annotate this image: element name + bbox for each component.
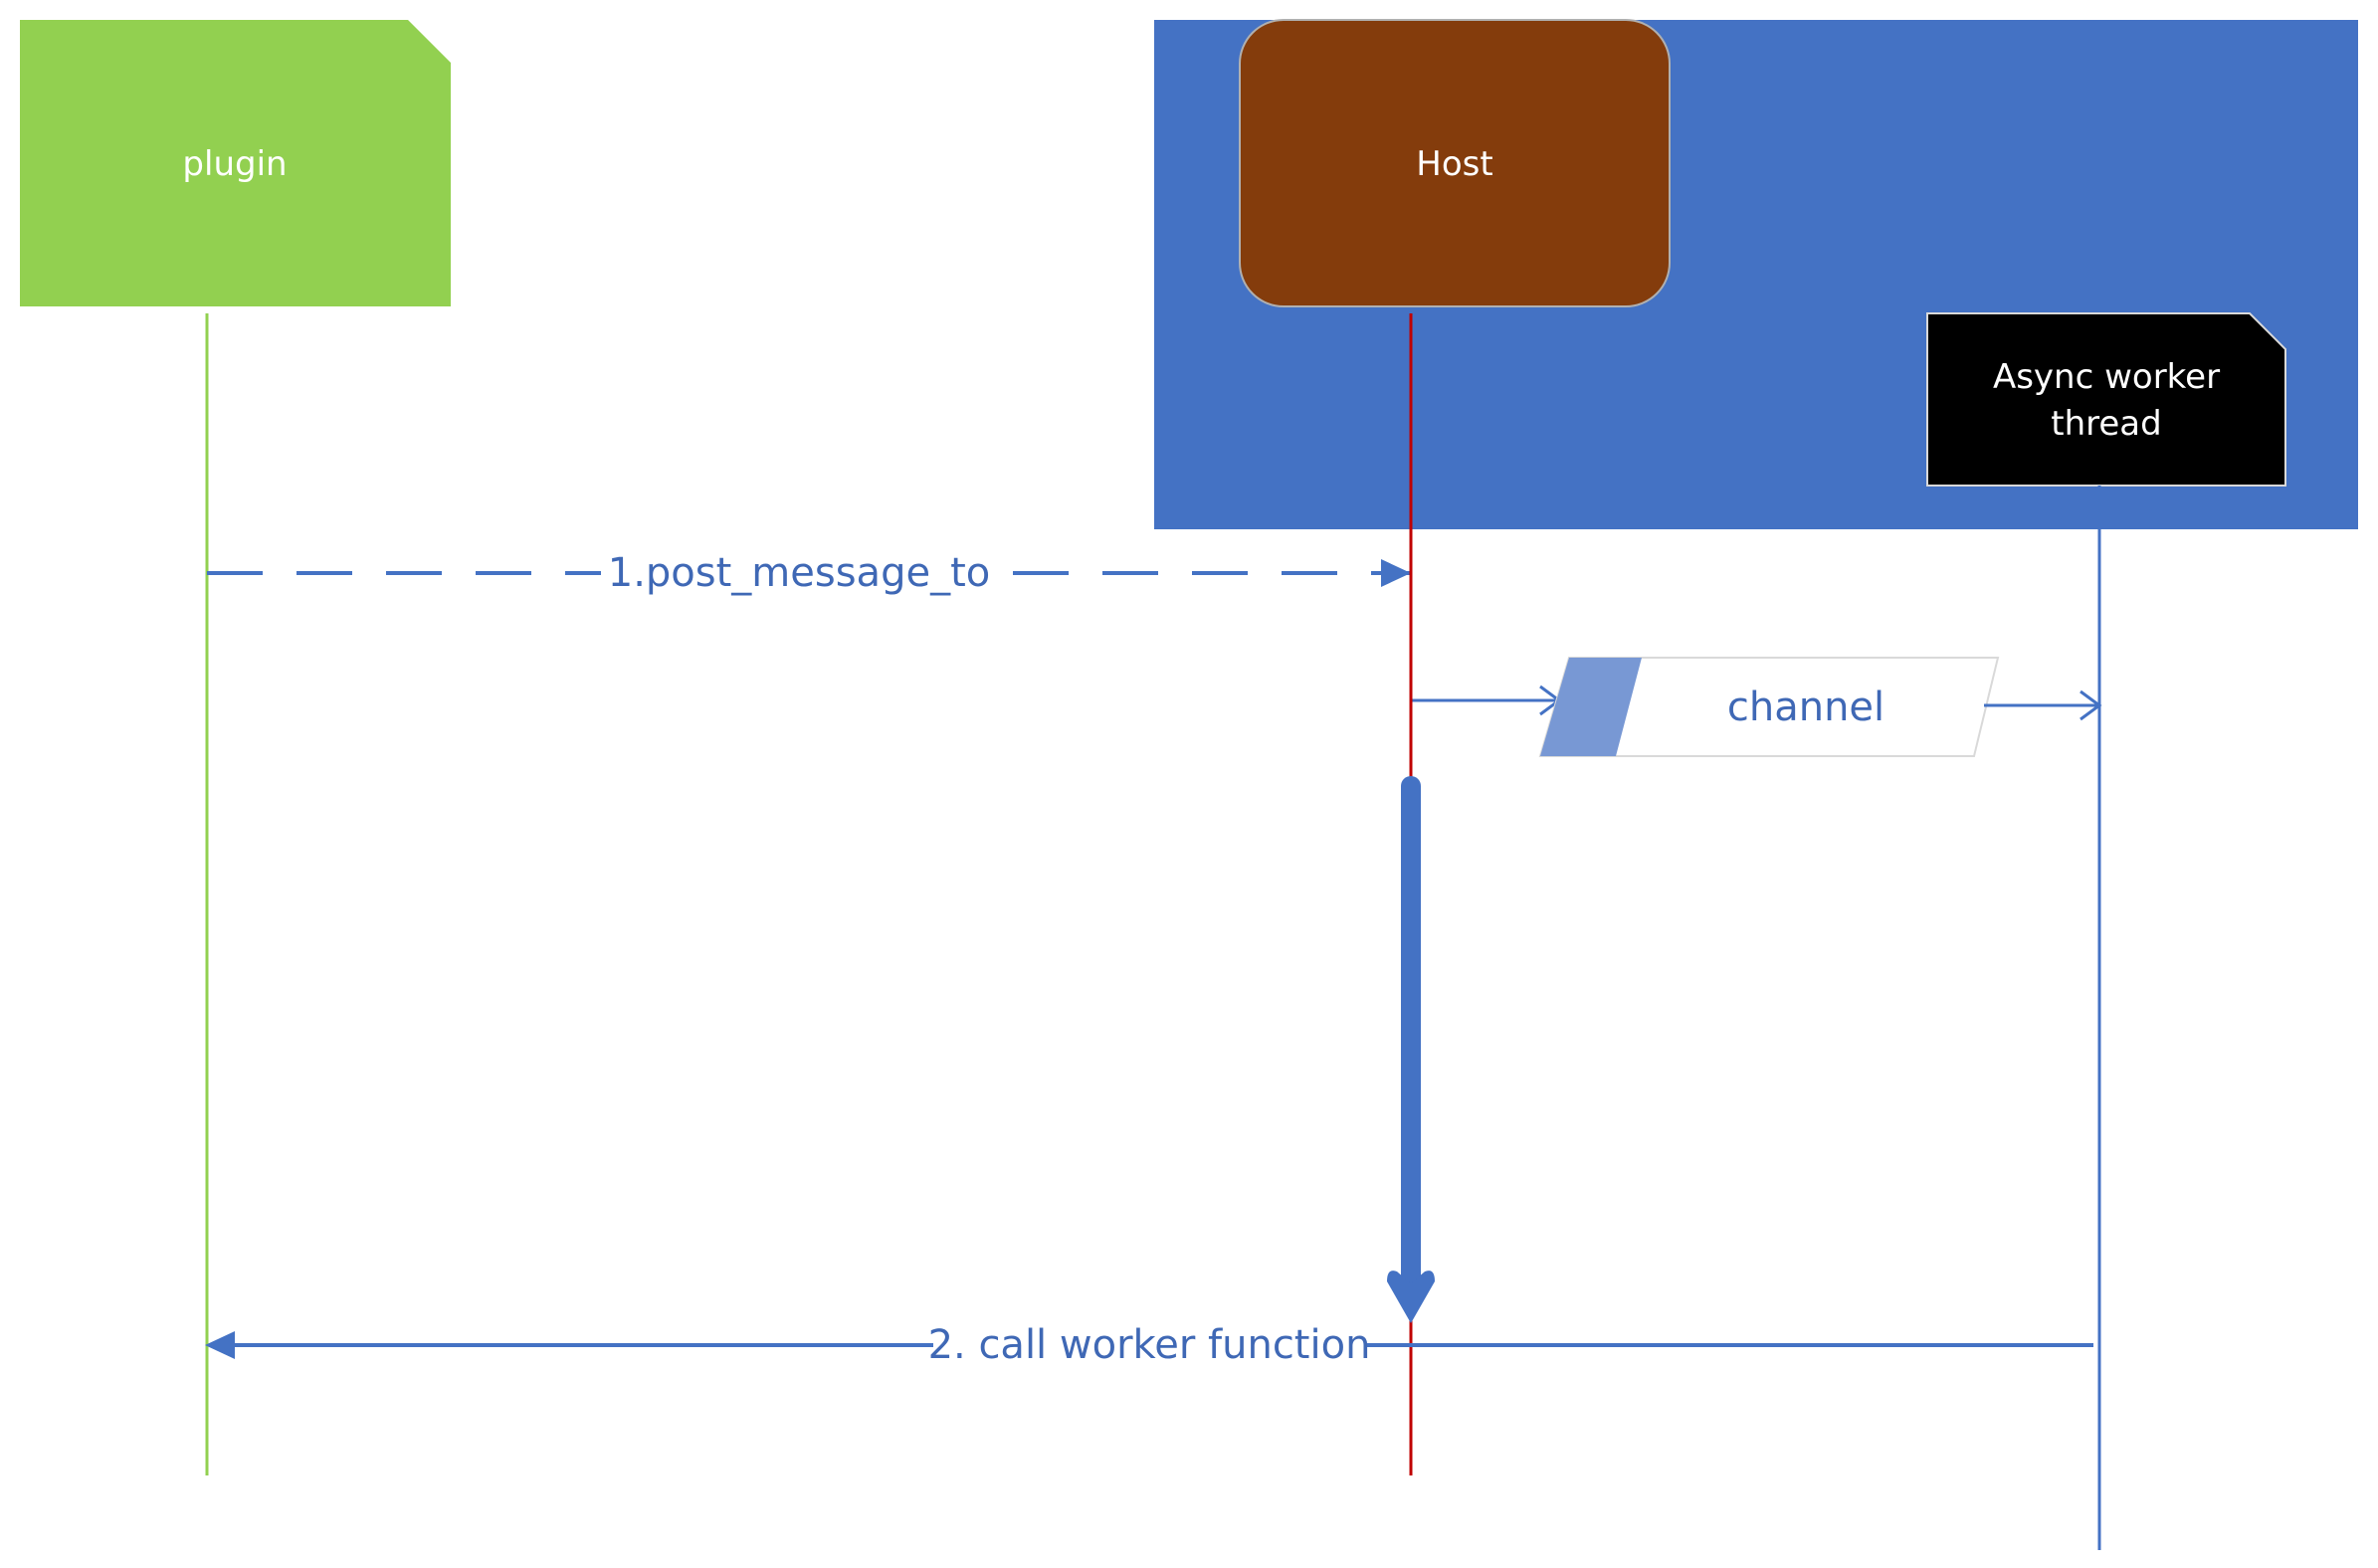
call-worker-label: 2. call worker function xyxy=(928,1322,1371,1368)
channel-to-worker-arrowhead xyxy=(2080,689,2102,721)
channel-label: channel xyxy=(1727,685,1884,730)
worker-label-line2: thread xyxy=(2051,404,2161,444)
plugin-participant-box[interactable] xyxy=(20,20,451,306)
call-worker-arrowhead xyxy=(205,1331,235,1359)
post-message-label: 1.post_message_to xyxy=(608,550,990,596)
worker-participant-box[interactable] xyxy=(1926,312,2286,487)
host-participant-box[interactable] xyxy=(1239,19,1671,307)
post-message-arrowhead xyxy=(1381,559,1411,587)
channel-shape[interactable] xyxy=(1538,657,2000,757)
channel-accent xyxy=(1540,658,1642,756)
worker-label-line1: Async worker xyxy=(1993,357,2220,397)
host-activation-arrowhead xyxy=(1387,1271,1435,1323)
call-worker-label-bg xyxy=(933,1319,1365,1371)
post-message-label-bg xyxy=(601,547,997,599)
host-label: Host xyxy=(1416,144,1492,184)
plugin-label: plugin xyxy=(182,144,287,184)
